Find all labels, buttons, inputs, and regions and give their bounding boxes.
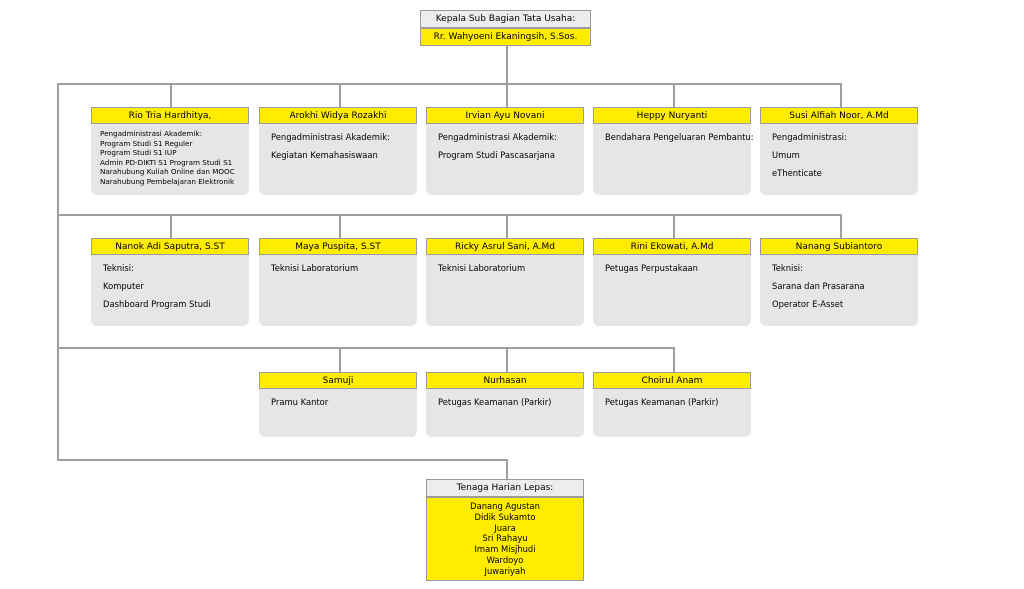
staff-name: Irvian Ayu Novani — [426, 107, 584, 124]
duty-line: Admin PD-DIKTI S1 Program Studi S1 — [100, 157, 233, 167]
duty-line: Dashboard Program Studi — [103, 299, 211, 309]
casual-name: Wardoyo — [486, 554, 524, 565]
staff-duties: Bendahara Pengeluaran Pembantu: — [593, 124, 754, 150]
connector-line — [170, 83, 172, 107]
staff-name: Rini Ekowati, A.Md — [593, 238, 751, 255]
connector-line — [339, 83, 341, 107]
duty-line: Program Studi S1 Reguler — [100, 138, 193, 148]
connector-line — [673, 83, 675, 107]
staff-card: Maya Puspita, S.ST Teknisi Laboratorium — [259, 238, 417, 326]
staff-name: Nurhasan — [426, 372, 584, 389]
staff-duties: Pengadministrasi Akademik: Program Studi… — [426, 124, 584, 168]
head-title: Kepala Sub Bagian Tata Usaha: — [420, 10, 591, 28]
connector-line — [673, 347, 675, 372]
duty-line: Umum — [772, 150, 800, 160]
staff-duties: Pengadministrasi Akademik: Program Studi… — [91, 124, 249, 191]
casual-name: Imam Misjhudi — [474, 544, 536, 555]
duty-line: Petugas Perpustakaan — [605, 263, 698, 273]
duty-line: Petugas Keamanan (Parkir) — [605, 397, 719, 407]
staff-card: Choirul Anam Petugas Keamanan (Parkir) — [593, 372, 751, 437]
duty-line: Pengadministrasi Akademik: — [271, 132, 390, 142]
connector-line — [840, 214, 842, 238]
duty-line: Kegiatan Kemahasiswaan — [271, 150, 378, 160]
staff-name: Rio Tria Hardhitya, — [91, 107, 249, 124]
duty-line: Teknisi: — [772, 263, 803, 273]
connector-line — [170, 214, 172, 238]
duty-line: Program Studi S1 IUP — [100, 148, 177, 158]
casual-name: Danang Agustan — [470, 501, 540, 511]
staff-name: Nanok Adi Saputra, S.ST — [91, 238, 249, 255]
staff-name: Heppy Nuryanti — [593, 107, 751, 124]
connector-line — [506, 214, 508, 238]
duty-line: Pengadministrasi Akademik: — [100, 129, 203, 138]
head-name: Rr. Wahyoeni Ekaningsih, S.Sos. — [420, 28, 591, 46]
duty-line: Narahubung Kuliah Online dan MOOC — [100, 167, 235, 177]
staff-duties: Pengadministrasi Akademik: Kegiatan Kema… — [259, 124, 417, 168]
staff-card: Susi Alfiah Noor, A.Md Pengadministrasi:… — [760, 107, 918, 195]
connector-line — [840, 83, 842, 107]
staff-name: Samuji — [259, 372, 417, 389]
duty-line: Teknisi Laboratorium — [271, 263, 359, 273]
casual-name: Sri Rahayu — [482, 533, 528, 544]
duty-line: Teknisi: — [103, 263, 134, 273]
staff-duties: Pramu Kantor — [259, 389, 417, 415]
casual-name: Juwariyah — [484, 565, 526, 576]
staff-duties: Pengadministrasi: Umum eThenticate — [760, 124, 918, 186]
staff-name: Ricky Asrul Sani, A.Md — [426, 238, 584, 255]
connector-line — [506, 347, 508, 372]
staff-duties: Petugas Perpustakaan — [593, 255, 751, 281]
duty-line: Bendahara Pengeluaran Pembantu: — [605, 132, 754, 142]
connector-line — [57, 459, 508, 461]
casual-list: Danang Agustan Didik Sukamto Juara Sri R… — [426, 497, 584, 581]
staff-card: Heppy Nuryanti Bendahara Pengeluaran Pem… — [593, 107, 754, 195]
staff-card: Samuji Pramu Kantor — [259, 372, 417, 437]
staff-card: Arokhi Widya Rozakhi Pengadministrasi Ak… — [259, 107, 417, 195]
connector-line — [339, 214, 341, 238]
duty-line: eThenticate — [772, 168, 822, 178]
staff-name: Maya Puspita, S.ST — [259, 238, 417, 255]
connector-line — [57, 214, 842, 216]
connector-line — [673, 214, 675, 238]
casual-title: Tenaga Harian Lepas: — [426, 479, 584, 497]
casual-name: Juara — [494, 522, 516, 533]
duty-line: Program Studi Pascasarjana — [438, 150, 555, 160]
connector-line — [57, 83, 842, 85]
connector-line — [339, 347, 341, 372]
connector-line — [57, 347, 675, 349]
duty-line: Pengadministrasi Akademik: — [438, 132, 557, 142]
casual-name: Didik Sukamto — [474, 511, 536, 522]
connector-line — [506, 459, 508, 479]
staff-name: Susi Alfiah Noor, A.Md — [760, 107, 918, 124]
staff-name: Nanang Subiantoro — [760, 238, 918, 255]
staff-duties: Petugas Keamanan (Parkir) — [426, 389, 584, 415]
staff-name: Arokhi Widya Rozakhi — [259, 107, 417, 124]
connector-line — [506, 83, 508, 107]
staff-duties: Teknisi: Komputer Dashboard Program Stud… — [91, 255, 249, 317]
connector-line — [57, 83, 59, 461]
duty-line: Sarana dan Prasarana — [772, 281, 865, 291]
staff-duties: Teknisi: Sarana dan Prasarana Operator E… — [760, 255, 918, 317]
staff-duties: Teknisi Laboratorium — [259, 255, 417, 281]
staff-name: Choirul Anam — [593, 372, 751, 389]
duty-line: Petugas Keamanan (Parkir) — [438, 397, 552, 407]
duty-line: Pramu Kantor — [271, 397, 329, 407]
staff-card: Nanang Subiantoro Teknisi: Sarana dan Pr… — [760, 238, 918, 326]
staff-card: Irvian Ayu Novani Pengadministrasi Akade… — [426, 107, 584, 195]
staff-duties: Petugas Keamanan (Parkir) — [593, 389, 751, 415]
staff-card: Rini Ekowati, A.Md Petugas Perpustakaan — [593, 238, 751, 326]
staff-card: Nurhasan Petugas Keamanan (Parkir) — [426, 372, 584, 437]
staff-card: Nanok Adi Saputra, S.ST Teknisi: Kompute… — [91, 238, 249, 326]
duty-line: Komputer — [103, 281, 144, 291]
duty-line: Operator E-Asset — [772, 299, 844, 309]
duty-line: Pengadministrasi: — [772, 132, 847, 142]
staff-card: Ricky Asrul Sani, A.Md Teknisi Laborator… — [426, 238, 584, 326]
staff-card: Rio Tria Hardhitya, Pengadministrasi Aka… — [91, 107, 249, 195]
duty-line: Narahubung Pembelajaran Elektronik — [100, 176, 235, 186]
staff-duties: Teknisi Laboratorium — [426, 255, 584, 281]
connector-line — [506, 46, 508, 84]
duty-line: Teknisi Laboratorium — [438, 263, 526, 273]
